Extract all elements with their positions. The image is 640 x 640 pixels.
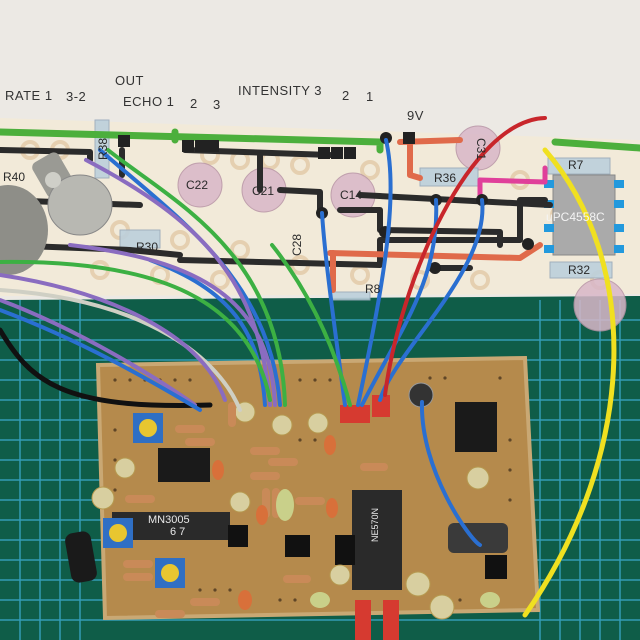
label-c28: C28 (290, 233, 305, 257)
trimmer-1-knob (139, 419, 157, 437)
transistor (228, 525, 248, 547)
label-r38: R38 (96, 137, 111, 161)
label-r32: R32 (568, 263, 591, 277)
label-echo: ECHO 1 (123, 94, 175, 109)
label-r40: R40 (3, 170, 26, 184)
label-intensity: INTENSITY 3 (238, 83, 323, 98)
perfboard-holes (113, 376, 512, 602)
resistor-footprints (94, 119, 613, 301)
ceramic-caps (212, 435, 500, 610)
label-rate: RATE 1 (5, 88, 53, 103)
opamp-footprint (552, 174, 616, 256)
label-c22: C22 (186, 178, 209, 192)
chip-mn3005-marking: MN3005 (148, 514, 190, 526)
ic-ne570n (352, 490, 402, 590)
wires (0, 116, 617, 618)
label-intensity-2: 2 (342, 88, 350, 103)
potentiometer-large (0, 185, 48, 275)
label-intensity-1: 1 (366, 89, 374, 104)
trimmer-2-knob (109, 524, 127, 542)
label-r7: R7 (568, 158, 584, 172)
trimmer-3-knob (161, 564, 179, 582)
box-capacitors (340, 395, 399, 640)
chip-ne570n-marking: NE570N (370, 507, 381, 543)
label-rate-3-2: 3-2 (66, 89, 87, 104)
label-opamp: uPC4558C (546, 210, 605, 224)
transistor-3 (285, 535, 310, 557)
transistor-4 (485, 555, 507, 579)
cap-footprints (177, 125, 627, 332)
label-out: OUT (115, 73, 144, 88)
label-r30: R30 (136, 240, 159, 254)
label-c21: C21 (252, 184, 275, 198)
ic-dip8-a (158, 448, 210, 482)
pot-shaft (45, 172, 61, 188)
label-echo-3: 3 (213, 97, 221, 112)
label-9v: 9V (407, 108, 424, 123)
wire-pads (316, 194, 534, 274)
large-electrolytic (65, 531, 97, 583)
label-r36: R36 (434, 171, 457, 185)
perfboard (95, 355, 541, 621)
resistors (123, 402, 388, 618)
can-capacitor (448, 523, 508, 553)
label-echo-2: 2 (190, 96, 198, 111)
label-r8: R8 (365, 282, 381, 296)
chip-mn3005-code: 6 7 (170, 526, 186, 538)
label-c14: C14 (340, 188, 363, 202)
ic-dip8-b (455, 402, 497, 452)
electrolytic-caps (91, 382, 490, 620)
transistor-2 (335, 535, 355, 565)
label-c31: C31 (474, 137, 489, 161)
